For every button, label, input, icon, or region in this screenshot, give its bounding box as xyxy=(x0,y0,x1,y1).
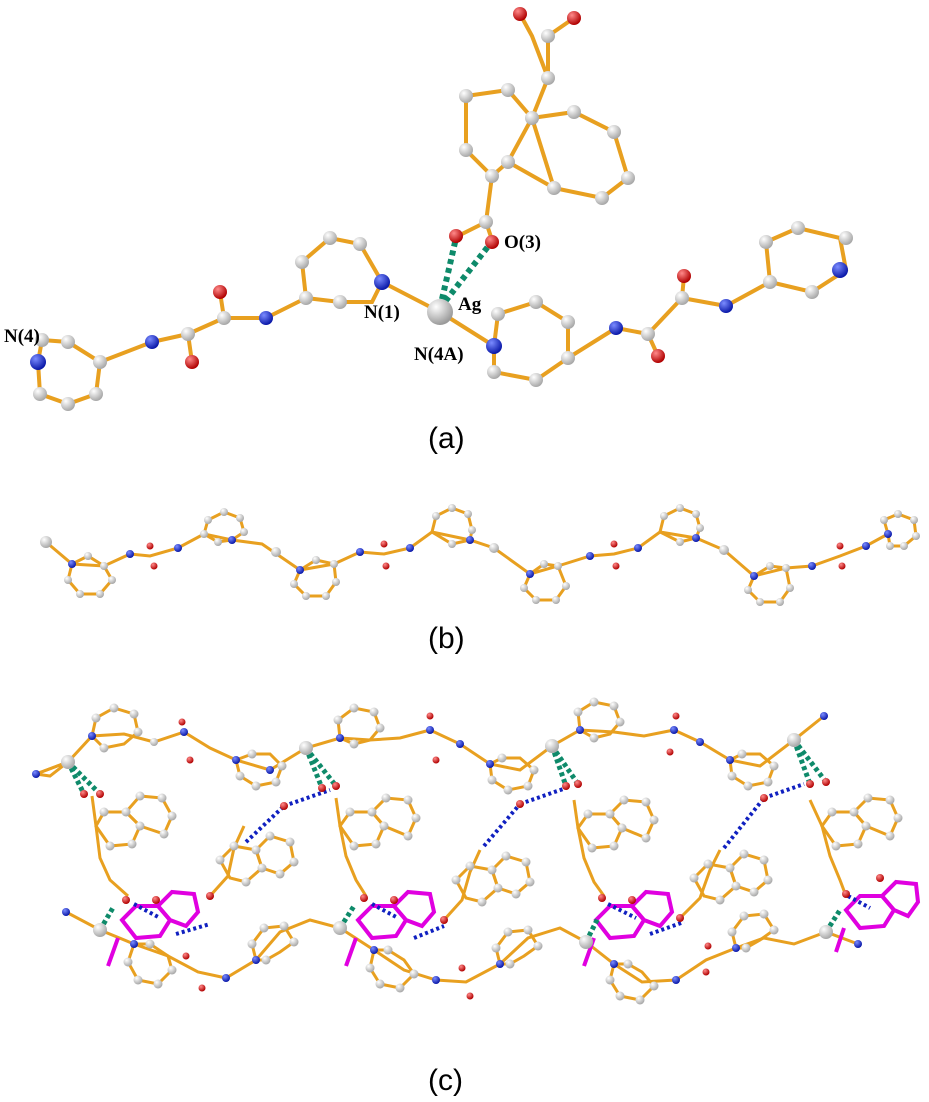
panel-a-carbon-atoms xyxy=(33,29,853,411)
label-ag: Ag xyxy=(458,294,482,315)
panel-c-naphthalene-units xyxy=(90,794,900,922)
panel-b-label: (b) xyxy=(428,622,465,655)
panel-a-oxygen-atoms xyxy=(185,7,691,369)
label-n4a: N(4A) xyxy=(414,344,464,365)
panel-a-label: (a) xyxy=(428,422,465,455)
panel-b-chain xyxy=(45,506,918,604)
panel-c-oxygen-atoms xyxy=(80,712,884,1000)
panel-c-nitrogen-atoms xyxy=(32,712,862,984)
panel-c-coordination-bonds xyxy=(65,738,843,944)
label-n4: N(4) xyxy=(4,326,40,347)
panel-b-nitrogen-atoms xyxy=(68,530,892,580)
label-o3: O(3) xyxy=(504,232,541,253)
panel-b-carbon-atoms xyxy=(40,504,920,606)
label-n1: N(1) xyxy=(364,302,400,323)
silver-atom xyxy=(427,299,453,325)
panel-b-oxygen-atoms xyxy=(146,540,846,570)
panel-c-carbon-atoms xyxy=(61,697,903,1005)
panel-a-coordination-bonds xyxy=(437,237,493,310)
panel-c-hydrogen-bonds xyxy=(133,782,871,940)
panel-c-label: (c) xyxy=(428,1064,463,1097)
panel-a-nitrogen-atoms xyxy=(30,262,848,370)
